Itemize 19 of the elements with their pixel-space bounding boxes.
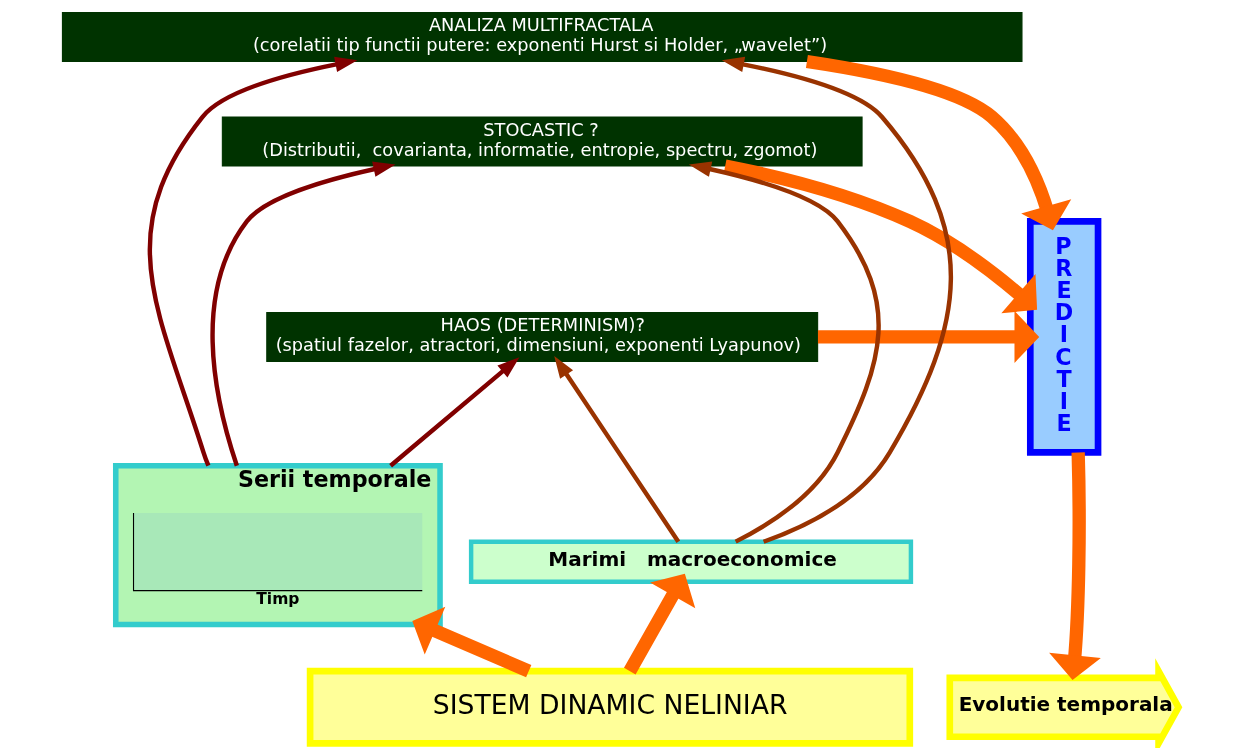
arrow [688,161,881,544]
arrow [411,606,531,678]
arrow [147,56,357,467]
node-box: STOCASTIC ? (Distributii, covarianta, informatie, entropie, spectru, zgomot) [221,116,863,167]
arrow [817,310,1039,363]
node-box: ANALIZA MULTIFRACTALA (corelatii tip functii putere: exponenti Hurst si Holder, „wavelet”) [61,12,1023,63]
node-box: PREDICTIE [1026,218,1101,456]
arrow [721,56,953,544]
arrow [553,356,680,543]
arrow [388,357,519,468]
node-label: Timp [255,590,299,609]
node-box: SISTEM DINAMIC NELINIAR [306,667,913,747]
node-box: Marimi macroeconomice [468,539,913,584]
arrow [1048,452,1101,681]
arrow [209,161,396,467]
node-box: HAOS (DETERMINISM)? (spatiul fazelor, atractori, dimensiuni, exponenti Lyapunov) [265,311,818,362]
arrow [805,54,1071,231]
arrow [623,573,695,675]
arrow [723,159,1037,314]
